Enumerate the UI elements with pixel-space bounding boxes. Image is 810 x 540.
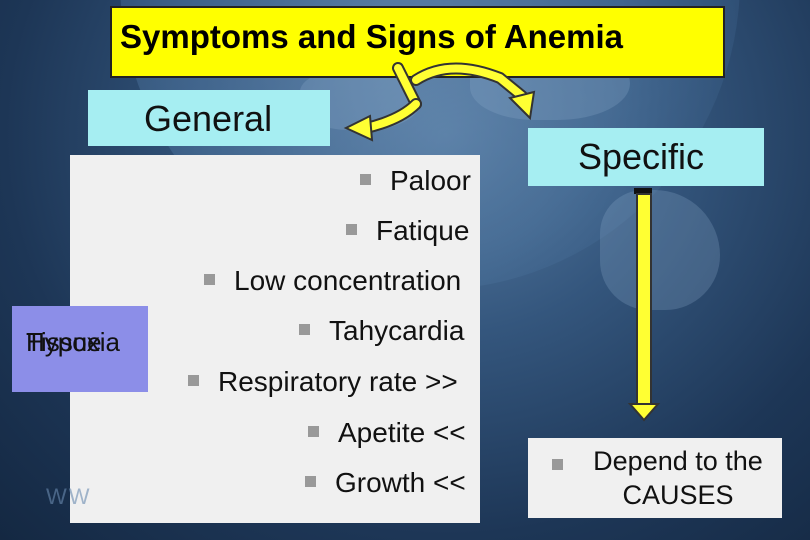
bullet-icon — [308, 426, 319, 438]
specific-box: Specific — [528, 128, 764, 186]
arrow-cap — [634, 188, 652, 194]
bullet-icon — [299, 324, 310, 336]
list-item: Respiratory rate >> — [188, 366, 458, 398]
symptom-text: Fatique — [376, 215, 470, 246]
causes-line-1: Depend to the — [593, 446, 763, 476]
symptom-text: Tahycardia — [329, 315, 465, 346]
bullet-icon — [188, 375, 199, 387]
causes-line-2: CAUSES — [622, 480, 734, 510]
list-item: Paloor — [360, 165, 471, 197]
page-title: Symptoms and Signs of Anemia — [120, 18, 624, 55]
bullet-icon — [346, 224, 357, 236]
arrow-right-head — [508, 90, 536, 121]
arrow-right-branch — [412, 64, 526, 100]
arrow-stem — [394, 64, 420, 108]
general-box: General — [88, 90, 330, 146]
list-item: Apetite << — [308, 417, 466, 449]
hypoxia-line-2: Hypoxia — [26, 327, 120, 357]
vertical-arrow-shaft — [636, 193, 652, 405]
watermark-text: WW — [46, 484, 92, 509]
list-item: Fatique — [346, 215, 469, 247]
symptom-text: Respiratory rate >> — [218, 366, 458, 397]
vertical-arrow-head — [627, 403, 661, 422]
bullet-icon — [204, 274, 215, 286]
list-item: Growth << — [305, 467, 466, 499]
symptom-text: Paloor — [390, 165, 471, 196]
list-item: Low concentration — [204, 265, 461, 297]
bullet-icon — [552, 459, 563, 470]
title-box: Symptoms and Signs of Anemia — [110, 6, 725, 78]
land-shape — [600, 190, 720, 310]
hypoxia-line-1: Tissue — [26, 327, 102, 357]
specific-label: Specific — [578, 136, 705, 177]
general-label: General — [144, 98, 273, 139]
bullet-icon — [360, 174, 371, 186]
list-item: Tahycardia — [299, 315, 464, 347]
arrow-left-head — [343, 114, 374, 142]
bullet-icon — [305, 476, 316, 488]
symptom-text: Growth << — [335, 467, 466, 498]
symptom-text: Low concentration — [234, 265, 462, 296]
symptom-text: Apetite << — [338, 417, 466, 448]
